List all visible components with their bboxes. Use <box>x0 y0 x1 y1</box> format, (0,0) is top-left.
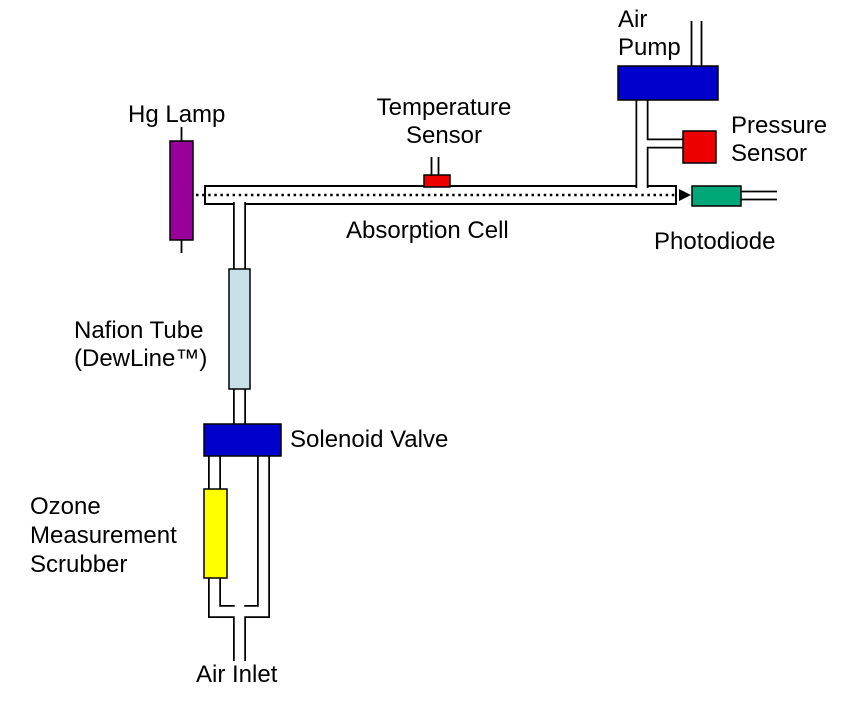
solenoid-valve-body <box>203 423 282 457</box>
air-pump-body <box>617 65 719 101</box>
temperature-sensor-body <box>423 174 451 188</box>
air-pump-ports <box>690 21 703 66</box>
absorption-cell-label: Absorption Cell <box>346 217 509 244</box>
pressure-sensor-label: Pressure Sensor <box>731 112 828 167</box>
ozone-scrubber-label: Ozone Measurement Scrubber <box>30 493 177 578</box>
solenoid-valve-label: Solenoid Valve <box>290 426 449 453</box>
hg-lamp-label: Hg Lamp <box>128 101 226 128</box>
nafion-tube-label: Nafion Tube (DewLine™) <box>74 317 208 372</box>
photodiode-body <box>691 185 742 207</box>
nafion-tube-body <box>228 268 251 390</box>
temperature-sensor-label: Temperature Sensor <box>376 94 512 149</box>
ozone-scrubber-body <box>203 488 228 579</box>
beam-arrow-icon <box>679 189 691 201</box>
temperature-sensor-leads <box>430 157 440 176</box>
pressure-sensor-body <box>682 130 717 164</box>
air-inlet-label: Air Inlet <box>196 661 278 688</box>
air-pump-label: Air Pump <box>618 6 681 61</box>
photodiode-leads <box>741 190 777 201</box>
hg-lamp-body <box>169 140 194 241</box>
photodiode-label: Photodiode <box>654 228 776 255</box>
